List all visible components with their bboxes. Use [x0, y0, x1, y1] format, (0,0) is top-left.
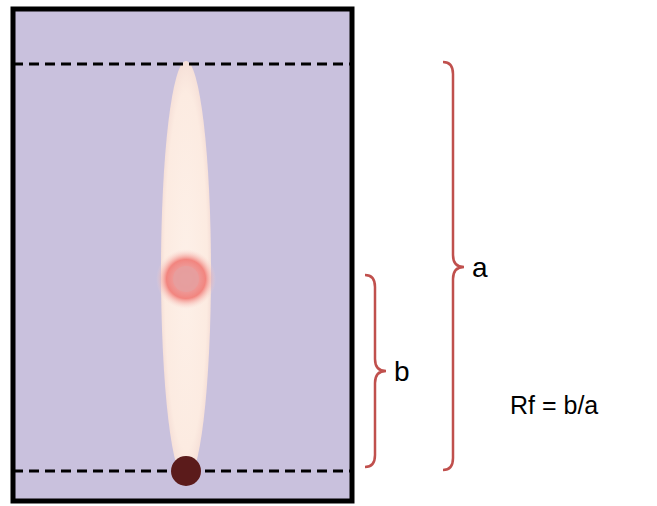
separated-spot	[156, 249, 216, 309]
distance-label: b	[394, 358, 410, 386]
spot-center	[173, 266, 199, 292]
solvent-front-line	[13, 63, 352, 66]
distance-label: a	[472, 254, 488, 282]
origin-spot	[171, 456, 201, 486]
bracket-a	[443, 62, 464, 470]
formula-label: Rf = b/a	[510, 393, 598, 418]
tlc-plate	[13, 9, 352, 501]
bracket-b	[365, 275, 386, 467]
